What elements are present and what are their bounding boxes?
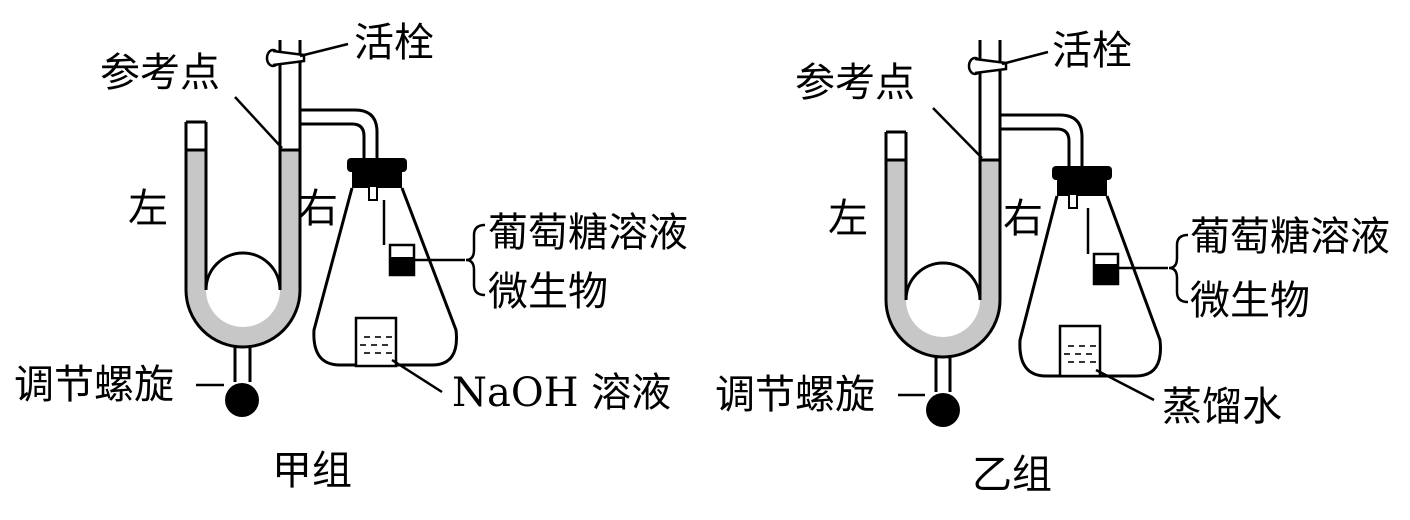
beaker	[1058, 324, 1102, 378]
reference-point-leader	[932, 107, 983, 159]
caption-group-a: 甲组	[272, 448, 352, 494]
u-tube-inner-wall	[904, 40, 982, 301]
stopcock-leader	[1001, 50, 1049, 66]
stopper-neck	[1068, 193, 1078, 209]
stopcock-leader	[299, 42, 349, 58]
beaker	[354, 316, 398, 368]
reference-point-leader	[234, 96, 283, 149]
caption-group-b: 乙组	[972, 452, 1052, 498]
group-a-apparatus: 活栓 参考点 左 右 葡萄糖溶液 微生物 调节螺旋 NaOH 溶液 甲组	[14, 20, 688, 494]
beaker-liquid-label: 蒸馏水	[1162, 384, 1282, 430]
knob-label: 调节螺旋	[715, 372, 875, 418]
beaker-liquid-dashes	[360, 336, 392, 354]
stopper-body	[1057, 178, 1107, 196]
stopper-body	[352, 170, 402, 188]
u-tube-outer-wall	[884, 40, 1002, 359]
beaker-liquid-label: NaOH 溶液	[452, 370, 671, 416]
u-tube-liquid	[186, 150, 300, 347]
vial-contents	[390, 257, 414, 275]
knob-label: 调节螺旋	[14, 362, 174, 408]
label-brace	[465, 223, 486, 297]
stopcock-handle	[272, 49, 306, 67]
stopcock-label: 活栓	[354, 20, 434, 66]
left-label: 左	[828, 196, 868, 242]
stopcock-handle	[974, 57, 1008, 75]
group-b-apparatus: 活栓 参考点 左 右 葡萄糖溶液 微生物 调节螺旋 蒸馏水 乙组	[715, 28, 1390, 498]
glucose-label: 葡萄糖溶液	[1190, 214, 1390, 260]
vial-contents	[1094, 264, 1118, 284]
connecting-tube-outer	[1000, 113, 1084, 168]
connecting-tube-inner	[1000, 127, 1071, 168]
u-tube-outer-wall	[184, 40, 302, 349]
right-label: 右	[298, 186, 338, 232]
glucose-label: 葡萄糖溶液	[488, 210, 688, 256]
reference-point-label: 参考点	[100, 50, 220, 96]
right-label: 右	[1003, 196, 1043, 242]
adjusting-knob-icon	[225, 383, 259, 417]
beaker-leader	[391, 358, 443, 394]
u-tube-liquid	[886, 160, 1000, 357]
beaker-leader	[1095, 368, 1155, 402]
connecting-tube-outer	[300, 108, 379, 160]
beaker-liquid-dashes	[1064, 345, 1096, 363]
stopcock-label: 活栓	[1052, 28, 1132, 74]
label-brace	[1168, 233, 1189, 304]
stopper-cap	[347, 158, 407, 172]
reference-point-label: 参考点	[795, 60, 915, 106]
u-tube-inner-wall	[204, 40, 282, 291]
microbe-label: 微生物	[488, 269, 608, 315]
stopper-neck	[368, 185, 378, 201]
connecting-tube-inner	[300, 122, 366, 160]
stopper-cap	[1052, 166, 1112, 180]
left-label: 左	[128, 186, 168, 232]
adjusting-knob-icon	[926, 393, 960, 427]
microbe-label: 微生物	[1190, 278, 1310, 324]
